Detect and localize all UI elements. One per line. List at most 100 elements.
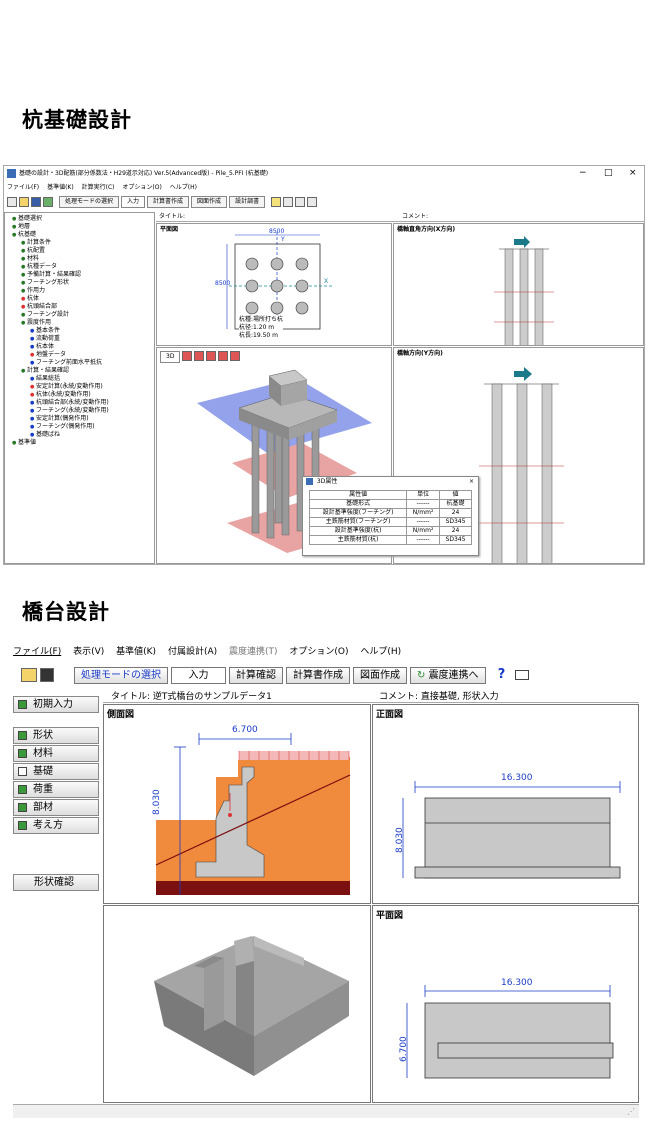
side-item-button[interactable]: 荷重: [13, 781, 99, 798]
open-icon[interactable]: [19, 197, 29, 207]
side-item-button[interactable]: 基礎: [13, 763, 99, 780]
tree-item[interactable]: ● 基礎選択: [8, 215, 154, 223]
side-initial-input[interactable]: 初期入力: [13, 696, 99, 713]
tree-item[interactable]: ● 安定計算(永続/変動作用): [8, 383, 154, 391]
dialog-title-bar: 3D属性 ×: [303, 477, 478, 488]
resize-grip-icon[interactable]: ⋰: [627, 1107, 635, 1116]
tree-item[interactable]: ● 基礎ばね: [8, 431, 154, 439]
tree-item[interactable]: ● 計算条件: [8, 239, 154, 247]
menu-option[interactable]: オプション(O): [289, 647, 349, 657]
view-iso-icon[interactable]: [218, 351, 229, 361]
menu-help[interactable]: ヘルプ(H): [360, 647, 402, 657]
property-cell: 24: [439, 526, 472, 536]
input-mode-button[interactable]: 入力: [171, 666, 226, 684]
3d-toggle-button[interactable]: 3D: [160, 351, 181, 363]
tree-item[interactable]: ● フーチング(偶発作用): [8, 423, 154, 431]
save-icon[interactable]: [40, 668, 54, 682]
seismic-link-button[interactable]: ↻ 震度連携へ: [410, 666, 486, 684]
tree-item[interactable]: ● 杭体(永続/変動作用): [8, 391, 154, 399]
tree-item[interactable]: ● 材料: [8, 255, 154, 263]
tree-item[interactable]: ● 安定計算(偶発作用): [8, 415, 154, 423]
new-icon[interactable]: [7, 197, 17, 207]
window-icon[interactable]: [514, 670, 529, 680]
tree-node-icon: ●: [30, 432, 36, 438]
dialog-close-icon[interactable]: ×: [468, 478, 474, 485]
drawing-button[interactable]: 図面作成: [191, 196, 228, 208]
menu-standard[interactable]: 基準値(K): [116, 647, 157, 657]
shape-check-button[interactable]: 形状確認: [13, 874, 99, 891]
tree-item[interactable]: ● 基準値: [8, 439, 154, 447]
tree-item[interactable]: ● 予備計算・結果確認: [8, 271, 154, 279]
side-item-label: 材料: [33, 748, 53, 759]
report-button[interactable]: 計算書作成: [147, 196, 190, 208]
view-top-icon[interactable]: [206, 351, 217, 361]
tree-item[interactable]: ● 杭頭結合部(永続/変動作用): [8, 399, 154, 407]
minimize-button[interactable]: −: [579, 168, 587, 178]
input-mode-button[interactable]: 入力: [121, 196, 146, 208]
side-item-button[interactable]: 部材: [13, 799, 99, 816]
tree-item[interactable]: ● 杭体: [8, 295, 154, 303]
tree-item[interactable]: ● 杭基礎: [8, 231, 154, 239]
view-side-icon[interactable]: [194, 351, 205, 361]
menu-attached[interactable]: 付属設計(A): [167, 647, 218, 657]
tree-item[interactable]: ● 計算・結果確認: [8, 367, 154, 375]
pile-type: 杭種:場所打ち杭: [239, 316, 284, 323]
side-item-button[interactable]: 材料: [13, 745, 99, 762]
design-doc-button[interactable]: 設計調書: [229, 196, 266, 208]
menu-file[interactable]: ファイル(F): [13, 647, 62, 657]
menu-option[interactable]: オプション(O): [122, 184, 162, 191]
help-icon[interactable]: [271, 197, 282, 207]
menu-view[interactable]: 表示(V): [73, 647, 105, 657]
drawing-button[interactable]: 図面作成: [353, 666, 407, 684]
info-icon[interactable]: [283, 197, 294, 207]
report-button[interactable]: 計算書作成: [286, 666, 350, 684]
tree-item[interactable]: ● 地層: [8, 223, 154, 231]
tree-item[interactable]: ● 流動荷重: [8, 335, 154, 343]
tree-node-icon: ●: [21, 240, 27, 246]
view-reset-icon[interactable]: [230, 351, 241, 361]
side-item-button[interactable]: 形状: [13, 727, 99, 744]
tree-item[interactable]: ● 杭配置: [8, 247, 154, 255]
menu-file[interactable]: ファイル(F): [7, 184, 40, 191]
open-icon[interactable]: [21, 668, 37, 682]
tree-node-icon: ●: [12, 232, 18, 238]
tree-node-icon: ●: [21, 280, 27, 286]
tree-item[interactable]: ● 作用力: [8, 287, 154, 295]
close-button[interactable]: ×: [629, 168, 637, 178]
settings-icon[interactable]: [307, 197, 318, 207]
side-item-label: 考え方: [33, 820, 63, 831]
window-icon[interactable]: [295, 197, 306, 207]
property-cell: SD345: [439, 535, 472, 545]
tree-item[interactable]: ● フーチング(永続/変動作用): [8, 407, 154, 415]
tree-node-icon: ●: [30, 376, 36, 382]
menu-standard[interactable]: 基準値(K): [47, 184, 74, 191]
tree-item[interactable]: ● フーチング形状: [8, 279, 154, 287]
calc-check-button[interactable]: 計算確認: [229, 666, 283, 684]
tree-item[interactable]: ● 杭頭結合部: [8, 303, 154, 311]
menu-help[interactable]: ヘルプ(H): [169, 184, 197, 191]
save-icon[interactable]: [31, 197, 41, 207]
export-icon[interactable]: [43, 197, 53, 207]
side-item-button[interactable]: 考え方: [13, 817, 99, 834]
tree-item[interactable]: ● フーチング設計: [8, 311, 154, 319]
property-cell: ------: [406, 499, 441, 509]
tree-item[interactable]: ● 地盤データ: [8, 351, 154, 359]
tree-item-label: 計算・結果確認: [26, 367, 69, 374]
tree-item[interactable]: ● 震度作用: [8, 319, 154, 327]
side-view-drawing: [155, 733, 351, 895]
menu-seismic-link[interactable]: 震度連携(T): [229, 647, 278, 657]
toolbar: 処理モードの選択 入力 計算書作成 図面作成 設計調書: [7, 195, 319, 209]
heading-abutment: 橋台設計: [22, 600, 110, 624]
menu-calc[interactable]: 計算実行(C): [81, 184, 115, 191]
help-icon[interactable]: ?: [497, 667, 506, 682]
tree-item[interactable]: ● フーチング前面水平抵抗: [8, 359, 154, 367]
tree-item[interactable]: ● 基本条件: [8, 327, 154, 335]
tree-item[interactable]: ● 杭本体: [8, 343, 154, 351]
tree-item-label: フーチング(偶発作用): [35, 423, 95, 430]
view-front-icon[interactable]: [182, 351, 193, 361]
maximize-button[interactable]: □: [604, 168, 613, 178]
property-cell: ------: [406, 517, 441, 527]
tree-item[interactable]: ● 杭種データ: [8, 263, 154, 271]
tree-item[interactable]: ● 結果総括: [8, 375, 154, 383]
title-bar: 基礎の設計・3D配筋(部分係数法・H29道示対応) Ver.5(Advanced…: [4, 166, 644, 182]
